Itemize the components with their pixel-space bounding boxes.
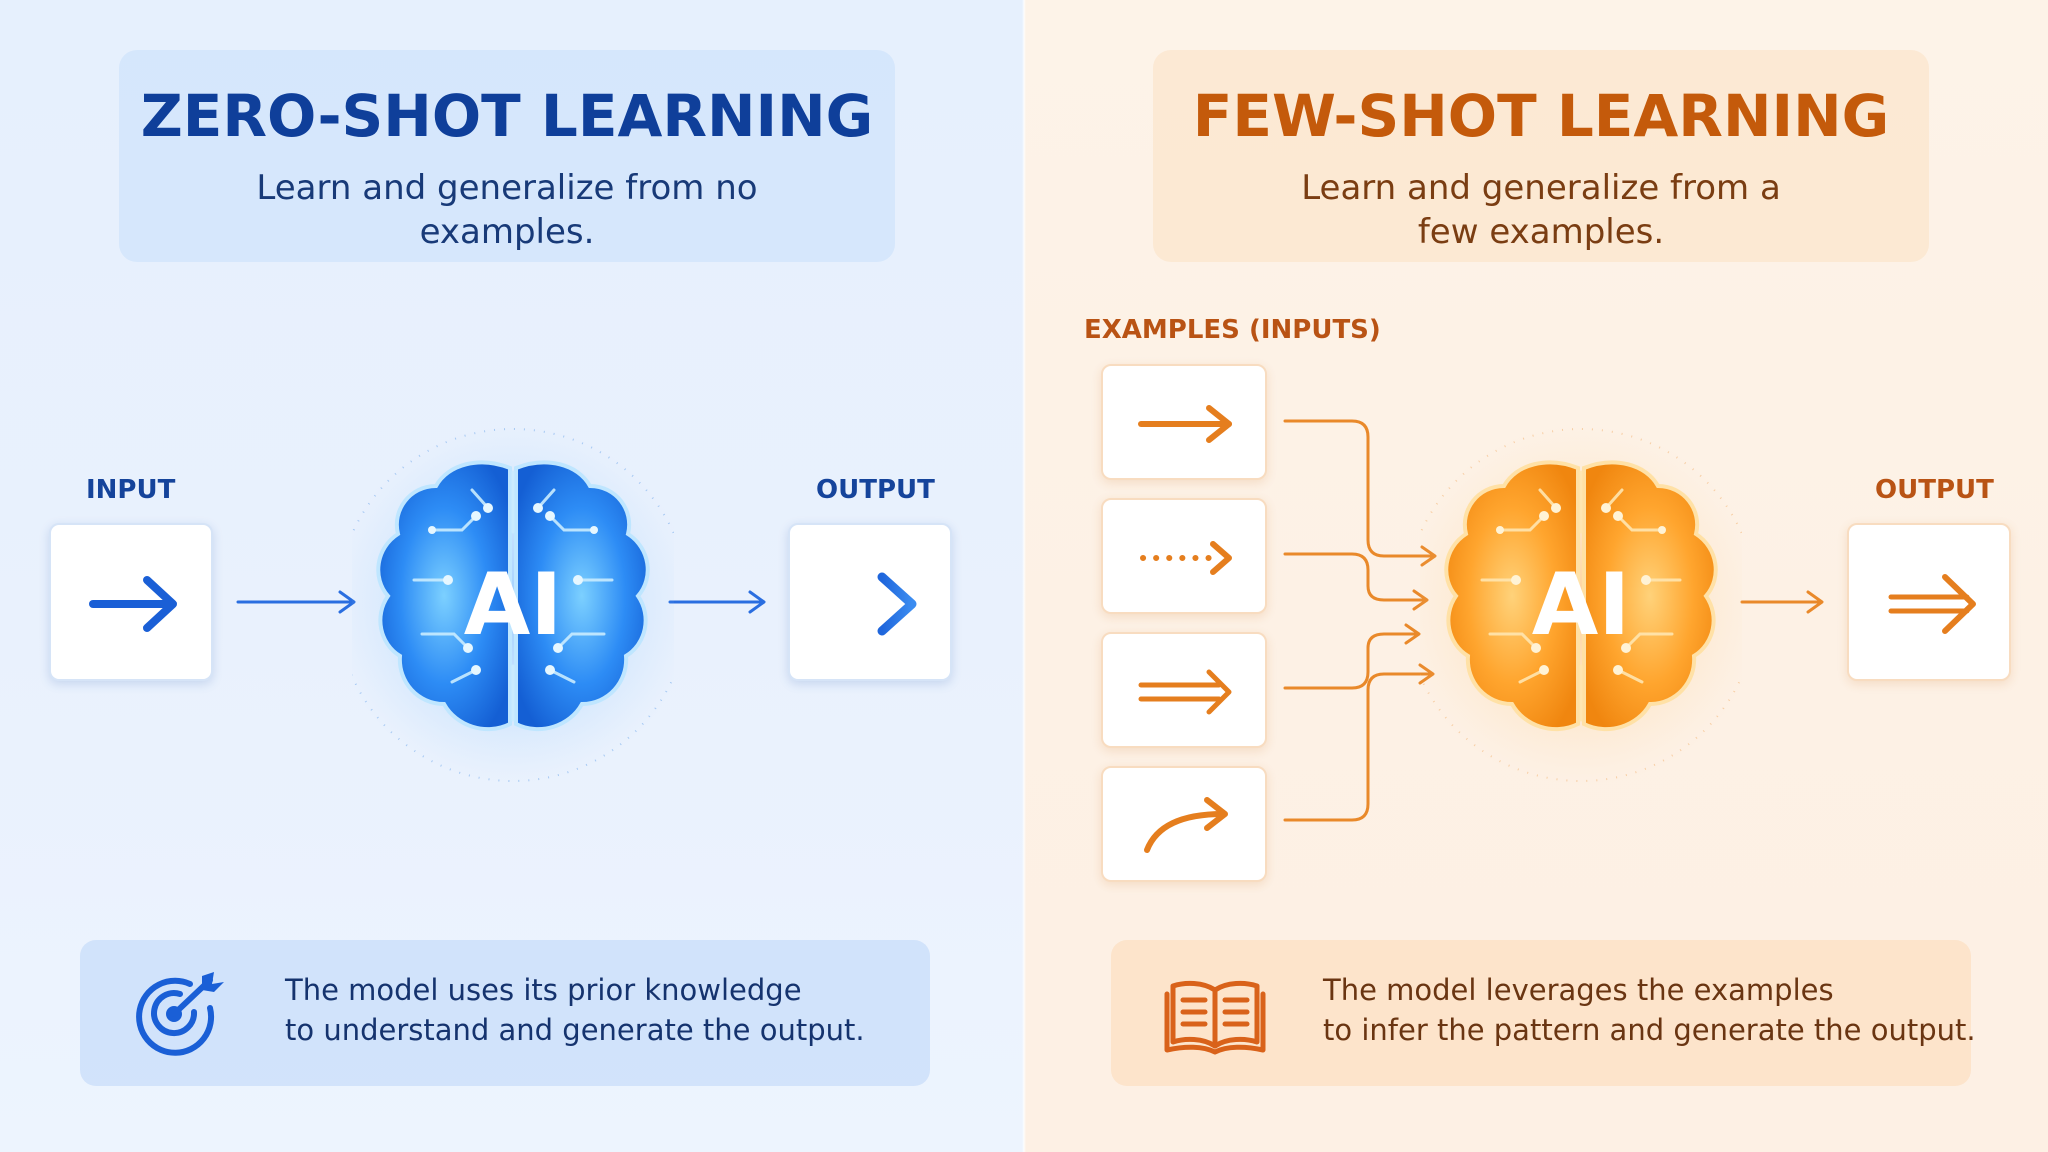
- example4-connector: [1283, 672, 1434, 822]
- solid-arrow-icon: [1138, 405, 1232, 443]
- example2-connector: [1283, 552, 1428, 602]
- zero-shot-header: ZERO-SHOT LEARNING Learn and generalize …: [119, 50, 895, 262]
- right-arrow-icon: [827, 572, 917, 636]
- zero-shot-brain-text: AI: [464, 555, 563, 655]
- zero-shot-output-label: OUTPUT: [816, 475, 935, 505]
- double-arrow-icon: [1888, 574, 1976, 634]
- zero-shot-subtitle: Learn and generalize from no examples.: [256, 168, 758, 252]
- example-box-double-arrow: [1101, 632, 1267, 748]
- few-shot-header: FEW-SHOT LEARNING Learn and generalize f…: [1153, 50, 1929, 262]
- example-box-curved-arrow: [1101, 766, 1267, 882]
- example3-connector: [1283, 632, 1420, 690]
- few-shot-description-line1: The model leverages the examples: [1323, 973, 1834, 1007]
- few-shot-ai-brain: AI: [1420, 425, 1742, 785]
- few-shot-examples-label: EXAMPLES (INPUTS): [1084, 315, 1381, 345]
- few-shot-description-line2: to infer the pattern and generate the ou…: [1323, 1013, 1976, 1047]
- zero-shot-title: ZERO-SHOT LEARNING: [140, 82, 874, 150]
- example1-connector: [1283, 419, 1436, 558]
- zero-shot-output-box: [788, 523, 952, 681]
- few-shot-output-label: OUTPUT: [1875, 475, 1994, 505]
- example-box-solid-arrow: [1101, 364, 1267, 480]
- few-shot-output-box: [1847, 523, 2011, 681]
- example-box-dotted-arrow: [1101, 498, 1267, 614]
- zero-shot-description-line1: The model uses its prior knowledge: [285, 973, 802, 1007]
- few-shot-title: FEW-SHOT LEARNING: [1192, 82, 1890, 150]
- zero-shot-description: The model uses its prior knowledge to un…: [285, 970, 865, 1050]
- panel-divider: [1022, 0, 1026, 1152]
- curved-arrow-icon: [1144, 797, 1228, 853]
- few-shot-brain-text: AI: [1532, 555, 1631, 655]
- zero-shot-input-box: [49, 523, 213, 681]
- zero-shot-description-card: The model uses its prior knowledge to un…: [80, 940, 930, 1086]
- zero-shot-description-line2: to understand and generate the output.: [285, 1013, 865, 1047]
- zero-shot-ai-brain: AI: [352, 425, 674, 785]
- few-shot-subtitle: Learn and generalize from a few examples…: [1301, 168, 1781, 252]
- few-shot-description-card: The model leverages the examples to infe…: [1111, 940, 1976, 1086]
- open-book-icon: [1164, 980, 1266, 1055]
- dotted-arrow-icon: [1140, 541, 1232, 575]
- few-shot-description: The model leverages the examples to infe…: [1323, 970, 1976, 1050]
- double-arrow-icon: [1138, 669, 1232, 715]
- right-arrow-icon: [89, 576, 177, 632]
- zero-shot-input-label: INPUT: [86, 475, 176, 505]
- target-icon: [136, 972, 224, 1056]
